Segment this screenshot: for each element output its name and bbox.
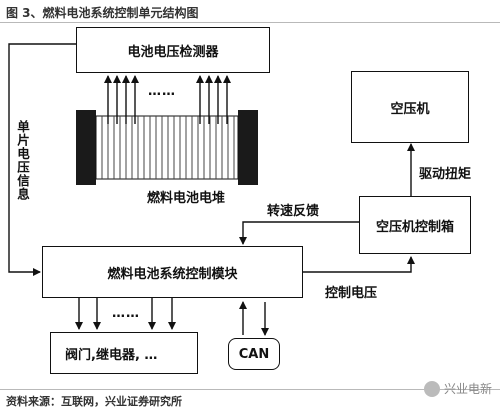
voltage-detector-box: 电池电压检测器: [76, 27, 270, 73]
watermark-text: 兴业电新: [443, 382, 492, 396]
fuel-cell-stack-label: 燃料电池电堆: [147, 191, 226, 206]
fuel-cell-control-module-box: 燃料电池系统控制模块: [42, 246, 303, 298]
compressor-controller-box: 空压机控制箱: [359, 196, 471, 254]
speed-feedback-label: 转速反馈: [267, 204, 320, 219]
stack-to-detector-arrows: [104, 75, 231, 124]
bottom-divider: [0, 389, 500, 390]
valves-dots: ……: [112, 306, 140, 321]
cell-voltage-path: [8, 43, 76, 276]
control-voltage-path: [303, 256, 415, 273]
wechat-icon: [423, 380, 440, 397]
source-note: 资料来源：互联网，兴业证券研究所: [6, 395, 182, 408]
control-voltage-label: 控制电压: [325, 286, 378, 301]
can-box: CAN: [228, 338, 280, 370]
figure-title: 图 3、燃料电池系统控制单元结构图: [6, 6, 199, 20]
fuel-cell-stack: [76, 110, 258, 185]
valves-relays-box: 阀门,继电器, …: [50, 332, 198, 374]
top-divider: [0, 22, 500, 23]
detector-dots: ……: [148, 84, 176, 99]
watermark: 兴业电新: [423, 380, 492, 397]
drive-torque-label: 驱动扭矩: [419, 167, 472, 182]
air-compressor-box: 空压机: [351, 71, 469, 143]
cell-voltage-info-label: 单片电压信息: [15, 120, 30, 201]
speed-feedback-path: [239, 221, 359, 245]
